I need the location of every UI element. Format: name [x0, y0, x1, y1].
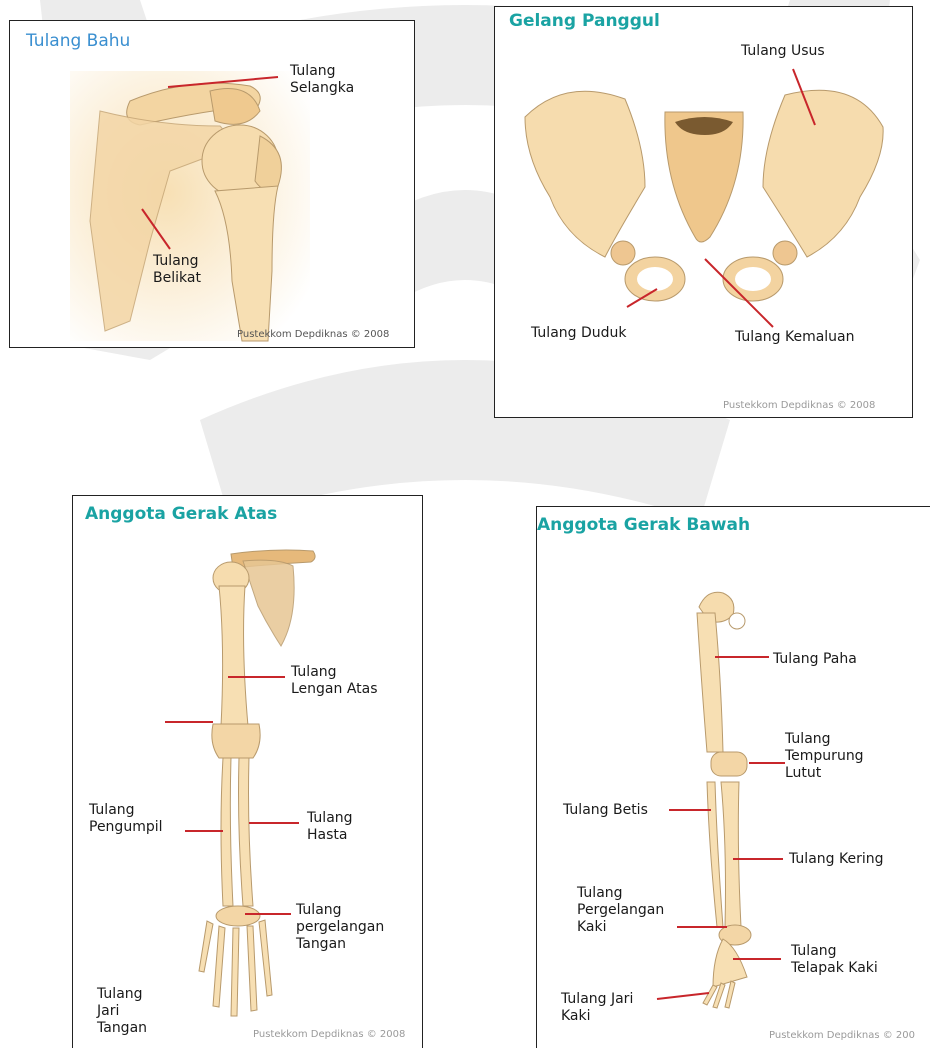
label-tulang-pengumpil: Tulang Pengumpil: [89, 802, 163, 836]
label-tulang-telapak-kaki: Tulang Telapak Kaki: [791, 943, 878, 977]
label-tulang-belikat: Tulang Belikat: [153, 253, 201, 287]
label-tulang-duduk: Tulang Duduk: [531, 325, 627, 342]
pelvis-title: Gelang Panggul: [509, 11, 660, 31]
label-tulang-kemaluan: Tulang Kemaluan: [735, 329, 855, 346]
upper-limb-panel: Anggota Gerak Atas Tulang Lengan Atas Tu…: [72, 495, 423, 1048]
pelvis-illustration: [495, 7, 913, 418]
pelvis-panel: Gelang Panggul Tulang Usus Tulang Duduk …: [494, 6, 913, 418]
label-tulang-lengan-atas: Tulang Lengan Atas: [291, 664, 378, 698]
label-tulang-selangka: Tulang Selangka: [290, 63, 354, 97]
label-tulang-jari-tangan: Tulang Jari Tangan: [97, 986, 147, 1037]
label-tulang-hasta: Tulang Hasta: [307, 810, 353, 844]
upper-limb-illustration: [73, 496, 423, 1048]
pelvis-credit: Pustekkom Depdiknas © 2008: [723, 400, 875, 411]
label-tulang-kering: Tulang Kering: [789, 851, 883, 868]
upper-limb-credit: Pustekkom Depdiknas © 2008: [253, 1029, 405, 1040]
shoulder-panel: Tulang Bahu Tulang Selangka Tulang Belik…: [9, 20, 415, 348]
label-tulang-jari-kaki: Tulang Jari Kaki: [561, 991, 633, 1025]
label-tulang-pergelangan-tangan: Tulang pergelangan Tangan: [296, 902, 384, 953]
label-tulang-pergelangan-kaki: Tulang Pergelangan Kaki: [577, 885, 664, 936]
lower-limb-credit: Pustekkom Depdiknas © 200: [769, 1030, 915, 1041]
shoulder-illustration: [10, 21, 415, 348]
label-tulang-paha: Tulang Paha: [773, 651, 857, 668]
label-tulang-betis: Tulang Betis: [563, 802, 648, 819]
jari-kaki-pointer: [657, 993, 709, 999]
lower-limb-title: Anggota Gerak Bawah: [537, 515, 750, 535]
label-tulang-tempurung-lutut: Tulang Tempurung Lutut: [785, 731, 864, 782]
upper-limb-title: Anggota Gerak Atas: [85, 504, 277, 524]
lower-limb-panel: Anggota Gerak Bawah Tulang Paha Tulang T…: [536, 506, 930, 1048]
shoulder-credit: Pustekkom Depdiknas © 2008: [237, 329, 389, 340]
label-tulang-usus: Tulang Usus: [741, 43, 825, 60]
shoulder-title: Tulang Bahu: [26, 31, 130, 51]
